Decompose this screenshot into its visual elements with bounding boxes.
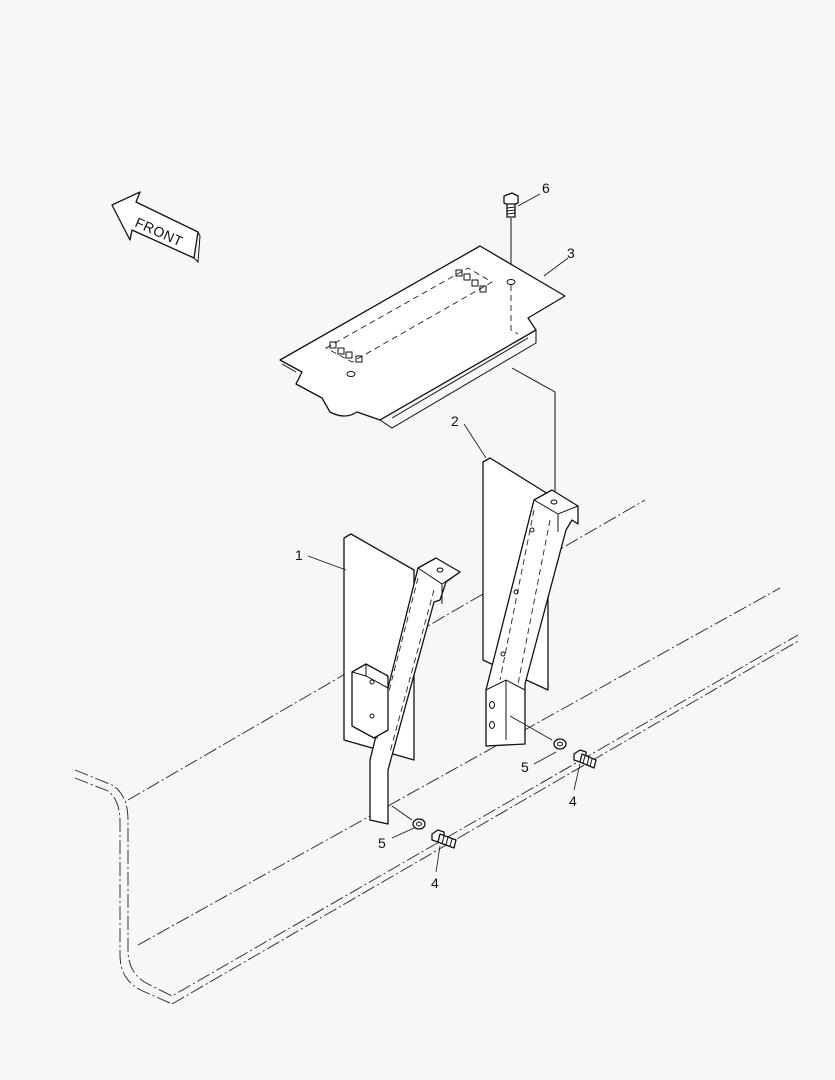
bolt-4-left [431,829,457,849]
bracket-1 [343,533,461,825]
front-arrow: FRONT [111,191,201,264]
callout-6: 6 [542,180,550,196]
washer-5-right [509,715,567,750]
callout-4-right: 4 [569,793,577,809]
callout-2: 2 [451,413,459,429]
callout-4-left: 4 [431,875,439,891]
bolt-6 [503,192,519,280]
cover-plate-3 [279,245,566,429]
bracket-2 [482,457,579,747]
plate-slot-squares [329,269,487,363]
callout-3: 3 [567,245,575,261]
callout-1: 1 [295,547,303,563]
callout-5-right: 5 [521,759,529,775]
callout-5-left: 5 [378,835,386,851]
washer-5-left [391,805,426,830]
bolt-4-right [573,749,597,769]
callout-leaders [307,193,581,873]
